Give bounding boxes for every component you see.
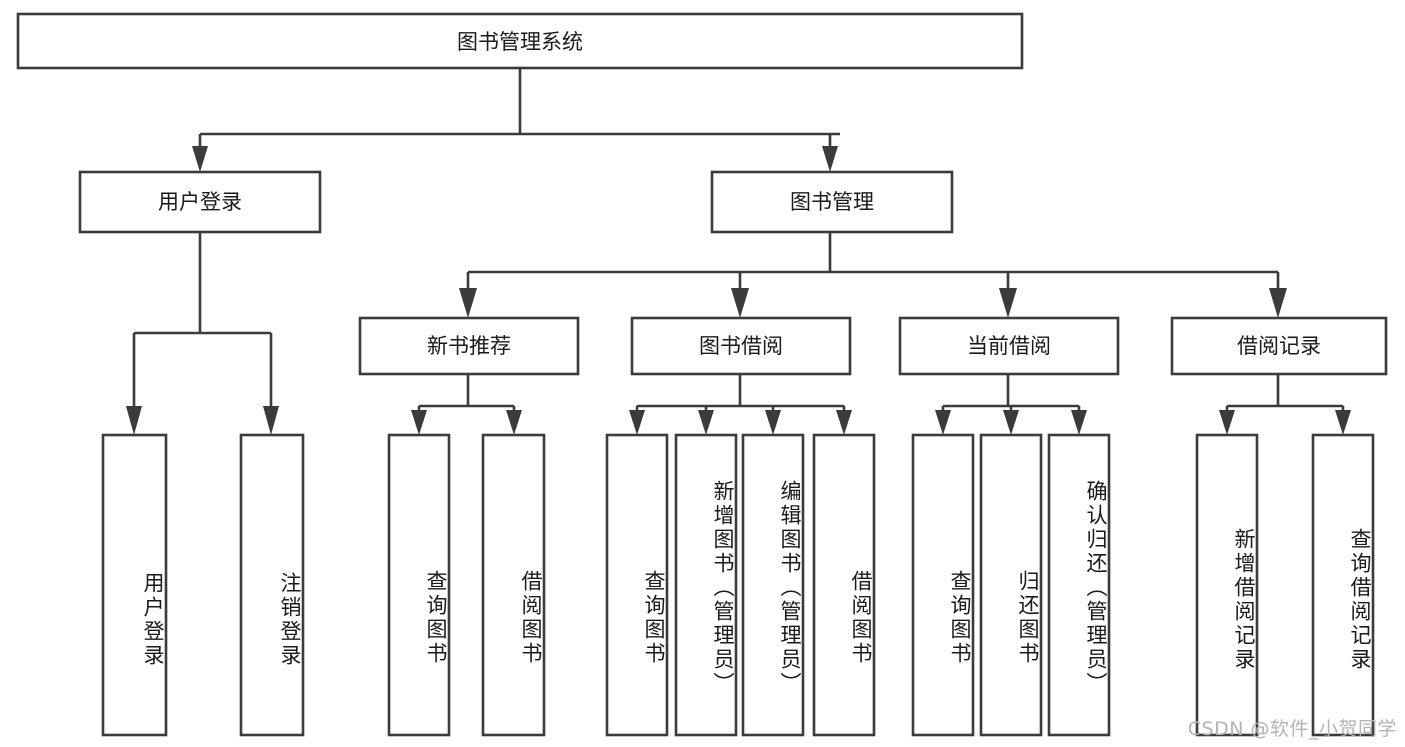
node-current-borrow-label: 当前借阅 bbox=[967, 334, 1051, 358]
arrow-head-book-mgmt bbox=[822, 146, 838, 172]
node-root[interactable]: 图书管理系统 bbox=[16, 12, 1024, 70]
node-current-borrow[interactable]: 当前借阅 bbox=[898, 316, 1120, 376]
node-root-label: 图书管理系统 bbox=[457, 30, 583, 54]
node-new-book-recommend-box[interactable] bbox=[358, 316, 580, 376]
node-root-box[interactable] bbox=[16, 12, 1024, 70]
arrow-head-leaf-6 bbox=[698, 410, 714, 435]
arrow-head-borrow bbox=[731, 288, 749, 318]
connector-group bbox=[126, 68, 1351, 435]
node-current-borrow-box[interactable] bbox=[898, 316, 1120, 376]
leaf-box-edit-book[interactable] bbox=[741, 433, 805, 737]
arrow-head-leaf-11 bbox=[1071, 410, 1087, 435]
csdn-watermark: CSDN @软件_小贺同学 bbox=[1187, 718, 1397, 740]
leaf-box-return-book[interactable] bbox=[979, 433, 1043, 737]
arrow-head-leaf-10 bbox=[1003, 410, 1019, 435]
leaf-box-query-book-2[interactable] bbox=[605, 433, 669, 737]
node-new-book-recommend-label: 新书推荐 bbox=[427, 334, 511, 358]
arrow-head-current bbox=[999, 288, 1017, 318]
leaf-box-borrow-book-1[interactable] bbox=[481, 433, 546, 737]
arrow-head-leaf-3 bbox=[411, 410, 427, 435]
arrow-head-records bbox=[1269, 288, 1287, 318]
node-borrow-records-box[interactable] bbox=[1170, 316, 1388, 376]
arrow-head-leaf-5 bbox=[629, 410, 645, 435]
node-user-login-label: 用户登录 bbox=[158, 190, 242, 214]
leaf-box-query-book-1[interactable] bbox=[387, 433, 451, 737]
arrow-head-leaf-7 bbox=[765, 410, 781, 435]
node-book-management[interactable]: 图书管理 bbox=[710, 170, 954, 234]
leaf-box-query-record[interactable] bbox=[1311, 433, 1375, 737]
node-book-management-label: 图书管理 bbox=[790, 190, 874, 214]
node-book-borrow-label: 图书借阅 bbox=[699, 334, 783, 358]
arrow-head-leaf-13 bbox=[1335, 410, 1351, 435]
node-book-management-box[interactable] bbox=[710, 170, 954, 234]
node-book-borrow-box[interactable] bbox=[630, 316, 852, 376]
arrow-head-leaf-9 bbox=[935, 410, 951, 435]
leaf-box-borrow-book-2[interactable] bbox=[812, 433, 876, 737]
arrow-head-leaf-8 bbox=[836, 410, 852, 435]
node-user-login-box[interactable] bbox=[78, 170, 322, 234]
arrow-head-leaf-2 bbox=[263, 406, 279, 435]
arrow-head-leaf-1 bbox=[126, 406, 142, 435]
node-book-borrow[interactable]: 图书借阅 bbox=[630, 316, 852, 376]
leaf-box-user-login[interactable] bbox=[101, 433, 168, 737]
arrow-head-leaf-4 bbox=[506, 410, 522, 435]
leaf-box-group bbox=[101, 433, 1375, 737]
leaf-box-query-book-3[interactable] bbox=[911, 433, 975, 737]
node-borrow-records-label: 借阅记录 bbox=[1237, 334, 1321, 358]
node-borrow-records[interactable]: 借阅记录 bbox=[1170, 316, 1388, 376]
leaf-box-add-record[interactable] bbox=[1195, 433, 1259, 737]
arrow-head-leaf-12 bbox=[1219, 410, 1235, 435]
node-new-book-recommend[interactable]: 新书推荐 bbox=[358, 316, 580, 376]
leaf-box-confirm-return[interactable] bbox=[1047, 433, 1111, 737]
arrow-head-user-login bbox=[192, 146, 208, 172]
leaf-box-logout[interactable] bbox=[239, 433, 305, 737]
arrow-head-new-book bbox=[459, 288, 477, 318]
leaf-box-add-book[interactable] bbox=[674, 433, 738, 737]
node-user-login[interactable]: 用户登录 bbox=[78, 170, 322, 234]
